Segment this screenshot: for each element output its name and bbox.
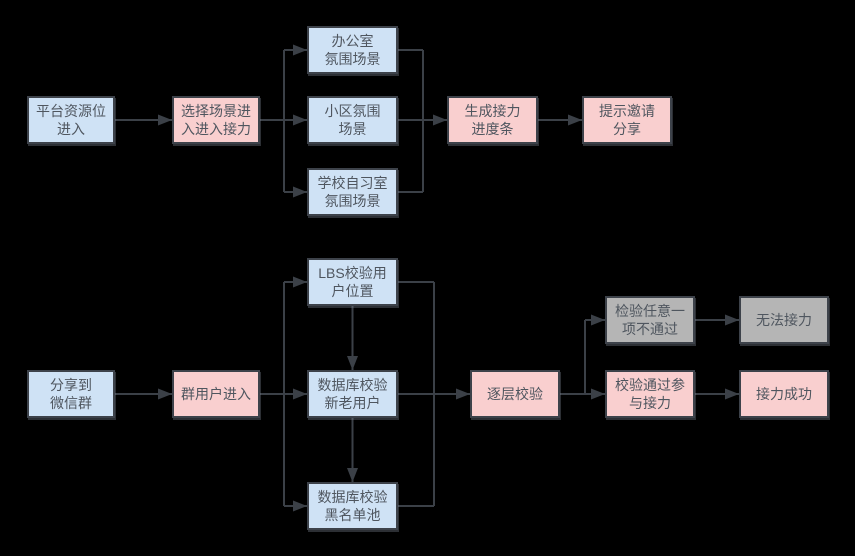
node-platform-entry: 平台资源位 进入 xyxy=(27,96,115,144)
node-relay-success: 接力成功 xyxy=(739,370,829,418)
node-layered-check: 逐层校验 xyxy=(470,370,560,418)
node-lbs-check: LBS校验用 户位置 xyxy=(307,258,398,306)
node-check-pass: 校验通过参 与接力 xyxy=(605,370,695,418)
node-progress-bar: 生成接力 进度条 xyxy=(447,96,538,144)
node-db-check-blacklist: 数据库校验 黑名单池 xyxy=(307,482,398,530)
node-cannot-relay: 无法接力 xyxy=(739,296,829,344)
node-db-check-users: 数据库校验 新老用户 xyxy=(307,370,398,418)
node-invite-share: 提示邀请 分享 xyxy=(582,96,672,144)
node-check-fail: 检验任意一 项不通过 xyxy=(605,296,695,344)
node-share-wechat: 分享到 微信群 xyxy=(27,370,115,418)
node-choose-scene: 选择场景进 入进入接力 xyxy=(172,96,260,144)
node-office-scene: 办公室 氛围场景 xyxy=(307,26,398,74)
node-community-scene: 小区氛围 场景 xyxy=(307,96,398,144)
node-group-user-entry: 群用户进入 xyxy=(172,370,260,418)
node-school-scene: 学校自习室 氛围场景 xyxy=(307,168,398,216)
